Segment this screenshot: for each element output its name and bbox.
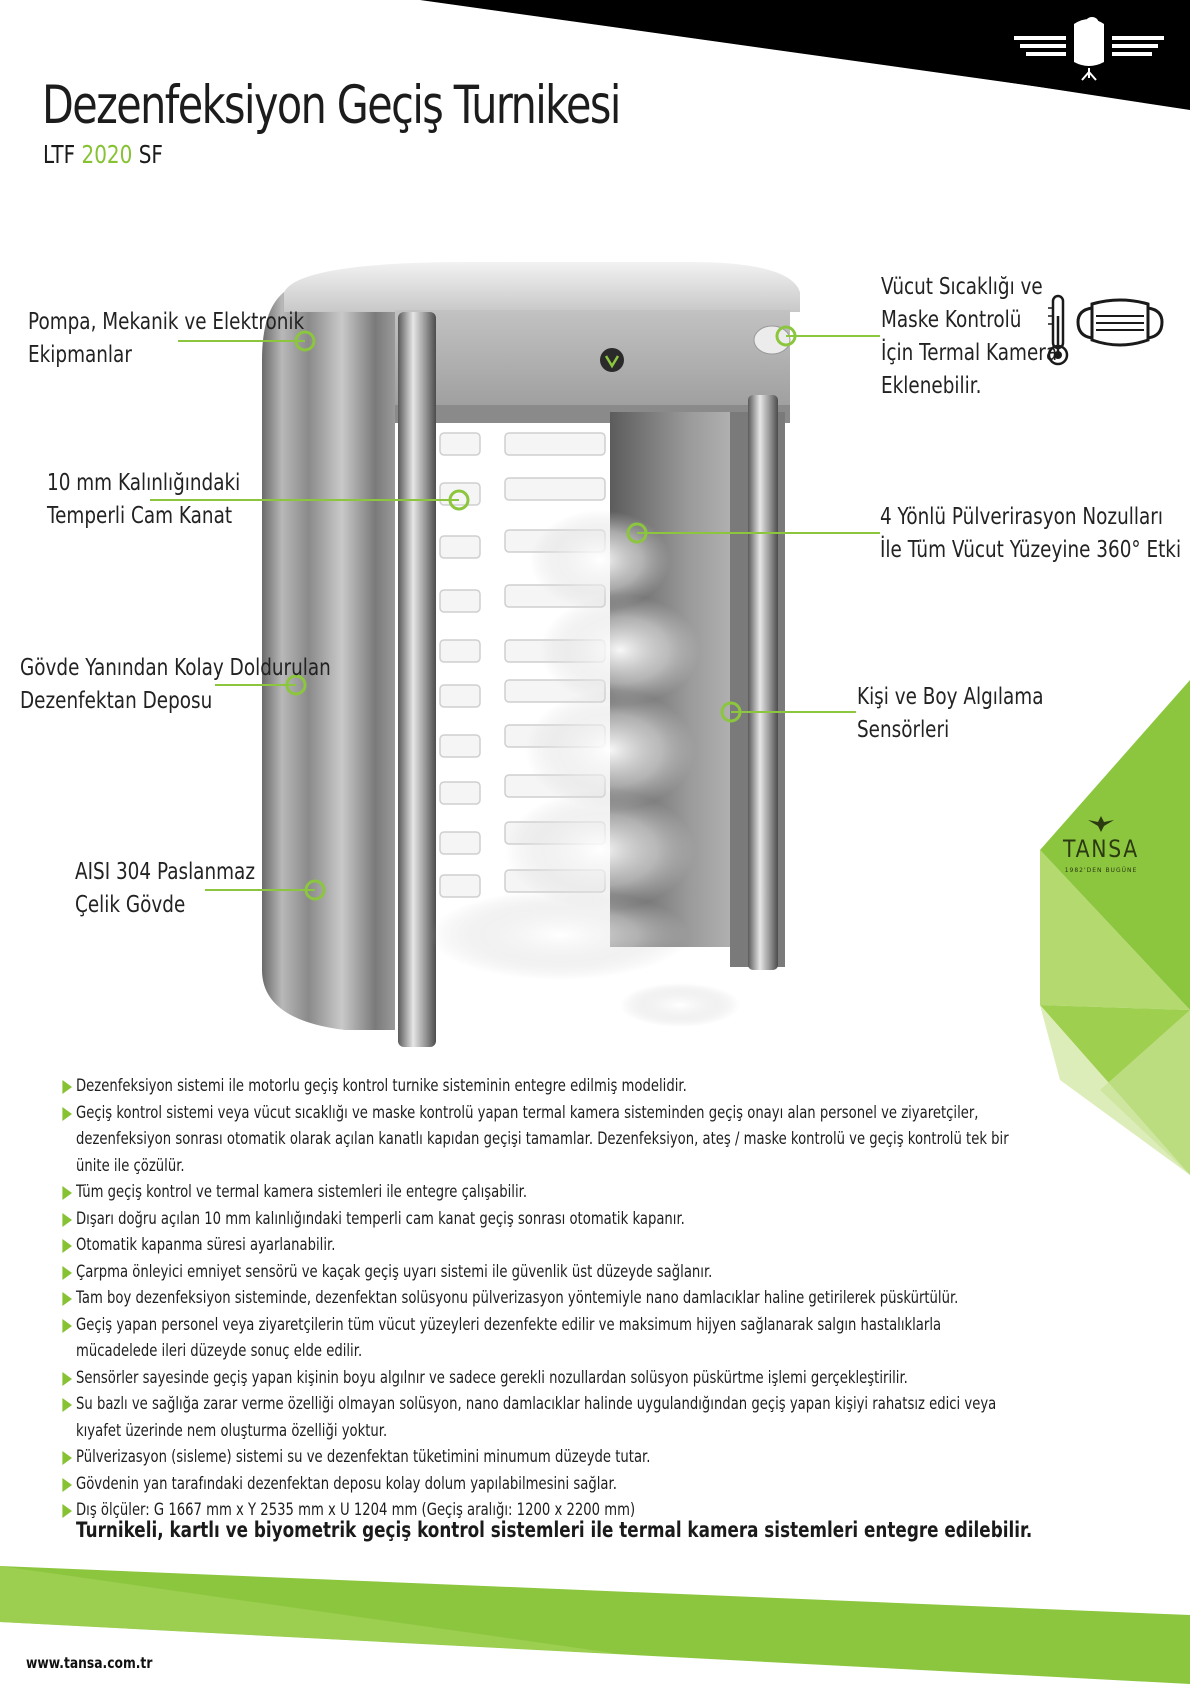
feature-item: Dezenfeksiyon sistemi ile motorlu geçiş … — [60, 1073, 1012, 1100]
green-decoration — [1040, 680, 1190, 1010]
bullet-triangle-icon — [62, 1477, 72, 1492]
bird-emblem-icon — [1014, 17, 1164, 81]
thermal-camera — [753, 325, 791, 355]
callout-line: 4 Yönlü Pülverirasyon Nozulları — [880, 504, 1163, 530]
callout-line: Vücut Sıcaklığı ve — [881, 274, 1043, 300]
brand-tagline: 1982'DEN BUGÜNE — [1064, 867, 1138, 874]
turnstile-top — [284, 262, 800, 312]
disinfectant-mist — [430, 510, 740, 1027]
turnstile-right-pillar — [748, 395, 778, 970]
model-prefix: LTF — [43, 140, 76, 169]
callout-line: İçin Termal Kamera — [881, 340, 1058, 366]
thermometer-icon — [1047, 294, 1069, 366]
brand-name: TANSA — [1063, 835, 1139, 863]
feature-text: Pülverizasyon (sisleme) sistemi su ve de… — [76, 1447, 651, 1466]
callout-line: Sensörleri — [857, 717, 950, 743]
integration-note: Turnikeli, kartlı ve biyometrik geçiş ko… — [76, 1518, 1033, 1542]
feature-text: Çarpma önleyici emniyet sensörü ve kaçak… — [76, 1261, 713, 1281]
turnstile-beam — [395, 310, 790, 422]
bullet-triangle-icon — [62, 1212, 72, 1227]
turnstile-left-body — [262, 292, 395, 1030]
feature-item: Geçiş kontrol sistemi veya vücut sıcaklı… — [60, 1100, 1012, 1180]
callout-line: Ekipmanlar — [28, 342, 132, 368]
bullet-triangle-icon — [62, 1398, 72, 1412]
website-link[interactable]: www.tansa.com.tr — [26, 1654, 153, 1672]
feature-text: Geçiş yapan personel veya ziyaretçilerin… — [76, 1314, 942, 1361]
bullet-triangle-icon — [62, 1318, 72, 1333]
feature-item: Dışarı doğru açılan 10 mm kalınlığındaki… — [60, 1206, 1012, 1233]
feature-item: Dış ölçüler: G 1667 mm x Y 2535 mm x U 1… — [60, 1497, 1012, 1524]
feature-text: Dışarı doğru açılan 10 mm kalınlığındaki… — [76, 1208, 685, 1228]
bullet-triangle-icon — [62, 1371, 72, 1386]
feature-item: Su bazlı ve sağlığa zarar verme özelliği… — [60, 1391, 1012, 1444]
bullet-triangle-icon — [62, 1265, 72, 1280]
callout-line: Dezenfektan Deposu — [20, 688, 213, 714]
brand-bird-icon — [1088, 816, 1114, 832]
turnstile-left-pillar — [398, 312, 436, 1047]
feature-item: Çarpma önleyici emniyet sensörü ve kaçak… — [60, 1259, 1012, 1286]
callout-line: AISI 304 Paslanmaz — [75, 859, 255, 885]
callout-line: Kişi ve Boy Algılama — [857, 684, 1044, 710]
bullet-triangle-icon — [62, 1106, 72, 1121]
feature-item: Tam boy dezenfeksiyon sisteminde, dezenf… — [60, 1285, 1012, 1312]
bullet-triangle-icon — [62, 1292, 72, 1306]
feature-text: Tüm geçiş kontrol ve termal kamera siste… — [76, 1182, 528, 1201]
callout-line: Çelik Gövde — [75, 892, 186, 918]
model-suffix: SF — [138, 140, 163, 169]
feature-list: Dezenfeksiyon sistemi ile motorlu geçiş … — [60, 1073, 1012, 1524]
callout-line: Temperli Cam Kanat — [47, 503, 233, 529]
feature-item: Tüm geçiş kontrol ve termal kamera siste… — [60, 1179, 1012, 1206]
callout-camera: Vücut Sıcaklığı ve Maske Kontrolü İçin T… — [881, 271, 1057, 403]
feature-text: Geçiş kontrol sistemi veya vücut sıcaklı… — [76, 1102, 1009, 1175]
callout-nozzles: 4 Yönlü Pülverirasyon Nozulları İle Tüm … — [880, 501, 1181, 567]
bullet-triangle-icon — [62, 1239, 72, 1253]
bullet-triangle-icon — [62, 1504, 72, 1518]
callout-line: İle Tüm Vücut Yüzeyine 360° Etki — [880, 537, 1182, 563]
bullet-triangle-icon — [62, 1186, 72, 1200]
feature-text: Gövdenin yan tarafındaki dezenfektan dep… — [76, 1473, 617, 1493]
callout-line: Pompa, Mekanik ve Elektronik — [28, 309, 305, 335]
feature-text: Otomatik kapanma süresi ayarlanabilir. — [76, 1235, 336, 1254]
callout-line: Gövde Yanından Kolay Doldurulan — [20, 655, 331, 681]
face-mask-icon — [1076, 298, 1164, 347]
model-code: LTF 2020 SF — [43, 140, 163, 169]
feature-item: Otomatik kapanma süresi ayarlanabilir. — [60, 1232, 1012, 1259]
feature-item: Gövdenin yan tarafındaki dezenfektan dep… — [60, 1471, 1012, 1498]
bullet-triangle-icon — [62, 1451, 72, 1465]
callout-body: AISI 304 Paslanmaz Çelik Gövde — [75, 856, 255, 922]
feature-text: Dış ölçüler: G 1667 mm x Y 2535 mm x U 1… — [76, 1500, 636, 1519]
feature-text: Dezenfeksiyon sistemi ile motorlu geçiş … — [76, 1076, 687, 1095]
callout-line: 10 mm Kalınlığındaki — [47, 470, 241, 496]
callout-line: Eklenebilir. — [881, 373, 982, 399]
callout-tank: Gövde Yanından Kolay Doldurulan Dezenfek… — [20, 652, 331, 718]
model-year: 2020 — [81, 140, 133, 169]
feature-text: Sensörler sayesinde geçiş yapan kişinin … — [76, 1367, 908, 1387]
callout-pump: Pompa, Mekanik ve Elektronik Ekipmanlar — [28, 306, 304, 372]
feature-item: Geçiş yapan personel veya ziyaretçilerin… — [60, 1312, 1012, 1365]
callout-line: Maske Kontrolü — [881, 307, 1022, 333]
bullet-triangle-icon — [62, 1080, 72, 1094]
feature-text: Tam boy dezenfeksiyon sisteminde, dezenf… — [76, 1288, 959, 1307]
feature-text: Su bazlı ve sağlığa zarar verme özelliği… — [76, 1394, 997, 1440]
page-title: Dezenfeksiyon Geçiş Turnikesi — [42, 75, 621, 136]
callout-glass: 10 mm Kalınlığındaki Temperli Cam Kanat — [47, 467, 240, 533]
callout-sensors: Kişi ve Boy Algılama Sensörleri — [857, 681, 1043, 747]
feature-item: Sensörler sayesinde geçiş yapan kişinin … — [60, 1365, 1012, 1392]
feature-item: Pülverizasyon (sisleme) sistemi su ve de… — [60, 1444, 1012, 1471]
